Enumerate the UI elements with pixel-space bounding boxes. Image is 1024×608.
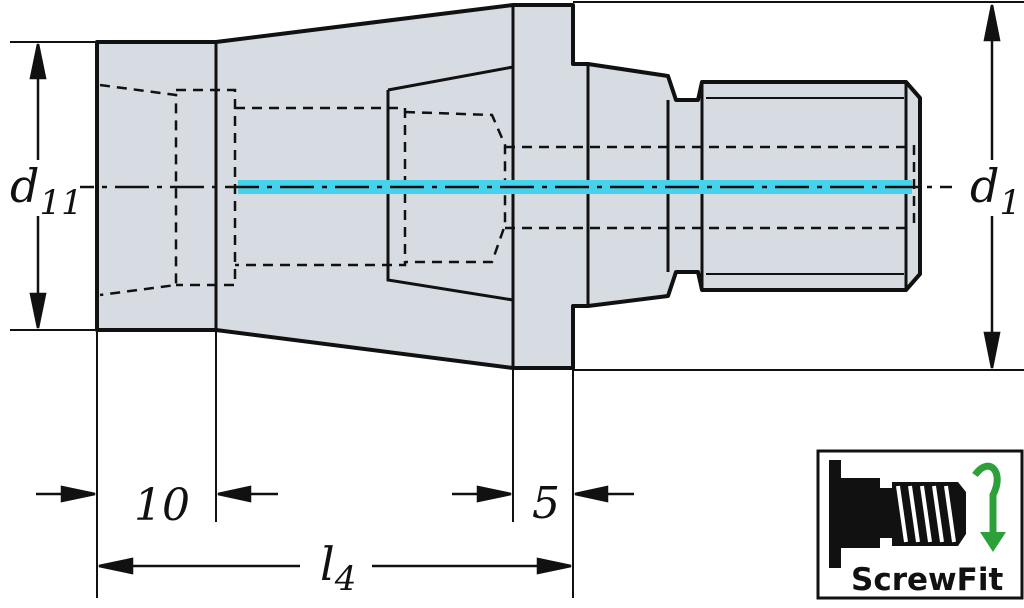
dimension-lines <box>29 4 1001 575</box>
extension-lines <box>10 1 1024 598</box>
d1-label-bg <box>966 160 1024 216</box>
l4-label: l4 <box>320 537 356 599</box>
screwfit-logo: ScrewFit <box>816 449 1024 600</box>
d11-label-bg <box>4 160 80 216</box>
dimension-labels: d11 d1 10 5 l4 <box>4 159 1024 599</box>
thread-lines <box>706 97 904 275</box>
dimension-10-label: 10 <box>134 480 190 531</box>
logo-text: ScrewFit <box>851 562 1003 598</box>
dimension-5-label: 5 <box>532 478 560 529</box>
d11-label: d11 <box>10 159 83 223</box>
d1-label: d1 <box>970 159 1021 223</box>
screw-rotate-icon <box>829 460 1006 568</box>
